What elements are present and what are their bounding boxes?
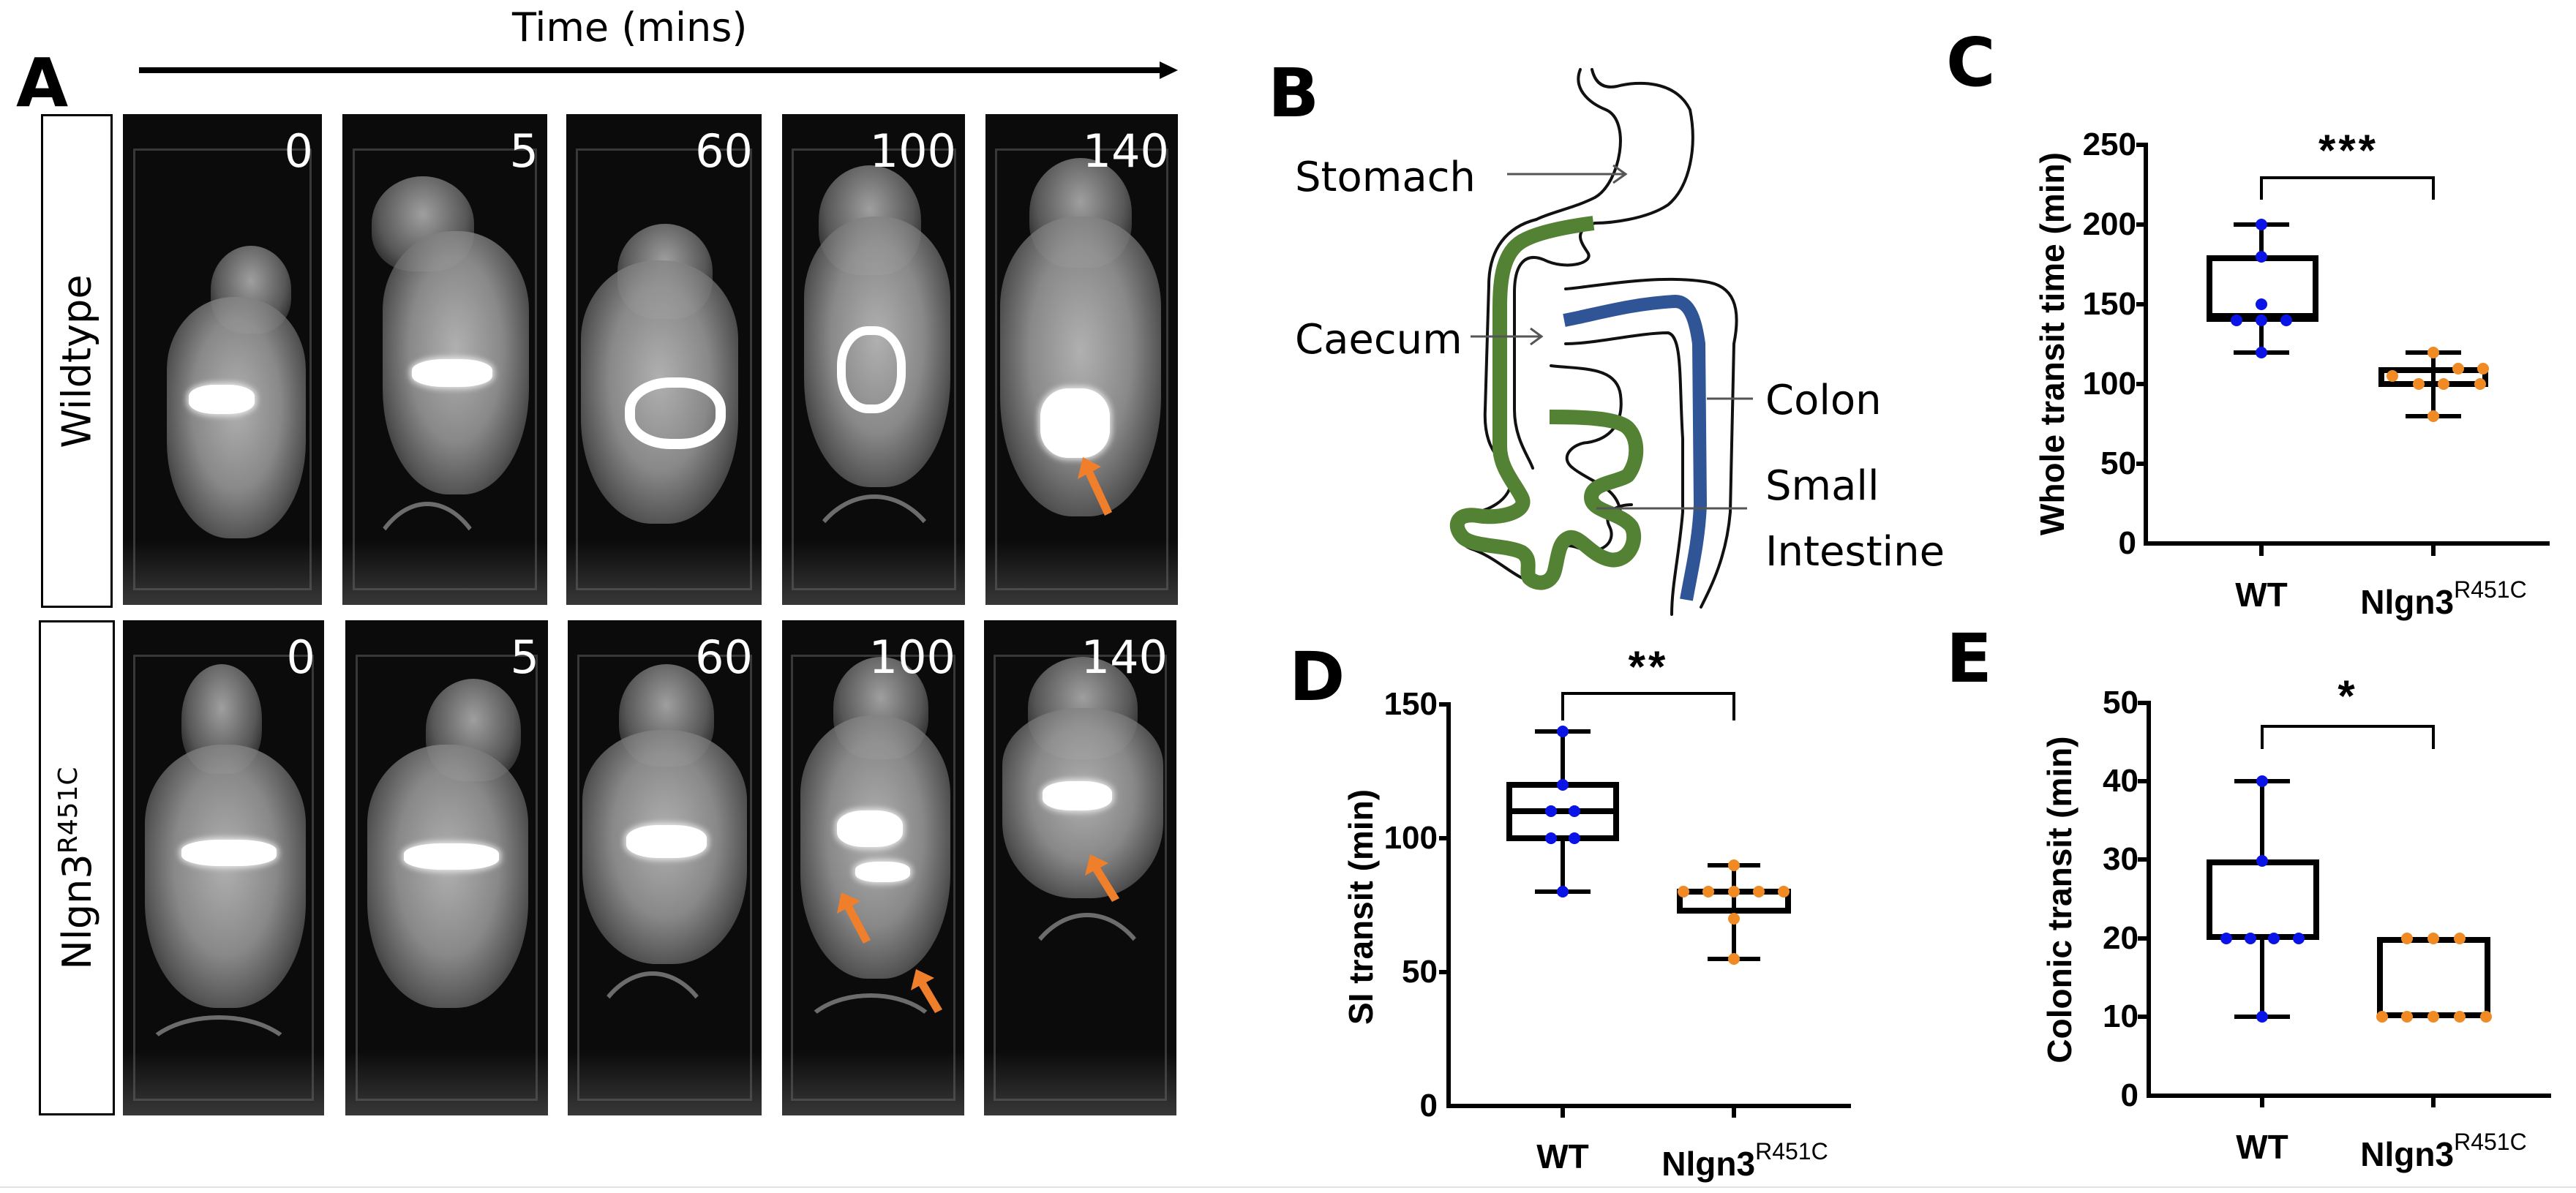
timepoint-label: 100 [868,631,955,684]
category-label-nlgn3: Nlgn3R451C [2360,1129,2527,1173]
xray-wildtype-t60: 60 [566,114,762,605]
significance-marker: *** [2318,126,2379,175]
xray-nlgn3-t5: 5 [345,620,548,1115]
time-axis-title: Time (mins) [512,4,748,50]
panel-b-letter: B [1268,54,1320,132]
timepoint-label: 5 [509,124,538,178]
y-tick: 0 [2120,1077,2138,1113]
y-tick: 50 [1402,954,1438,990]
xray-wildtype-t5: 5 [342,114,547,605]
y-tick: 50 [2100,445,2136,481]
xray-nlgn3-t0: 0 [123,620,324,1115]
y-tick: 20 [2103,920,2138,956]
xray-wildtype-t140: 140 [985,114,1178,605]
panel-c-letter: C [1946,23,1996,102]
timepoint-label: 0 [284,124,313,178]
xray-wildtype-t100: 100 [782,114,965,605]
category-label-wt: WT [1536,1137,1589,1175]
timepoint-label: 0 [286,631,315,684]
small-intestine-path [1449,216,1644,590]
y-tick: 40 [2103,763,2138,799]
y-tick: 10 [2103,998,2138,1034]
colon-path [1563,295,1707,601]
significance-marker: * [2337,671,2358,720]
bottom-divider [0,1186,2576,1188]
y-tick: 150 [2082,286,2136,322]
row-label-wildtype: Wildtype [41,114,113,608]
y-tick: 100 [1383,820,1438,856]
timepoint-label: 140 [1081,631,1168,684]
y-tick: 50 [2103,685,2138,720]
panel-e-letter: E [1946,620,1992,698]
category-label-nlgn3: Nlgn3R451C [1661,1138,1828,1183]
orange-arrow-icon [837,457,1119,1013]
category-label-wt: WT [2235,576,2288,614]
small-intestine-label-line1: Small [1765,462,1880,510]
category-label-wt: WT [2236,1128,2288,1166]
colon-label: Colon [1765,377,1882,424]
timepoint-label: 60 [695,631,753,684]
panel-d-letter: D [1289,638,1345,716]
xray-wildtype-t0: 0 [123,114,322,605]
y-tick: 0 [2118,525,2136,561]
timepoint-label: 60 [695,124,753,178]
timepoint-label: 100 [869,124,956,178]
caecum-label: Caecum [1295,316,1462,364]
timepoint-label: 140 [1082,124,1169,178]
y-tick: 200 [2082,206,2136,242]
stomach-label: Stomach [1295,154,1476,201]
xray-nlgn3-t140: 140 [984,620,1176,1115]
time-arrow-icon [139,61,1178,79]
panel-a-letter: A [16,44,69,122]
y-tick: 250 [2082,127,2136,162]
significance-marker: ** [1628,642,1669,691]
xray-nlgn3-t60: 60 [568,620,762,1115]
category-label-nlgn3: Nlgn3R451C [2360,576,2527,621]
y-tick: 100 [2082,366,2136,402]
timepoint-label: 5 [510,631,539,684]
y-tick: 0 [1419,1088,1438,1124]
xray-nlgn3-t100: 100 [782,620,964,1115]
small-intestine-label-line2: Intestine [1765,528,1945,576]
y-tick: 150 [1383,686,1438,722]
y-tick: 30 [2103,841,2138,877]
row-label-nlgn3: Nlgn3R451C [39,620,115,1115]
